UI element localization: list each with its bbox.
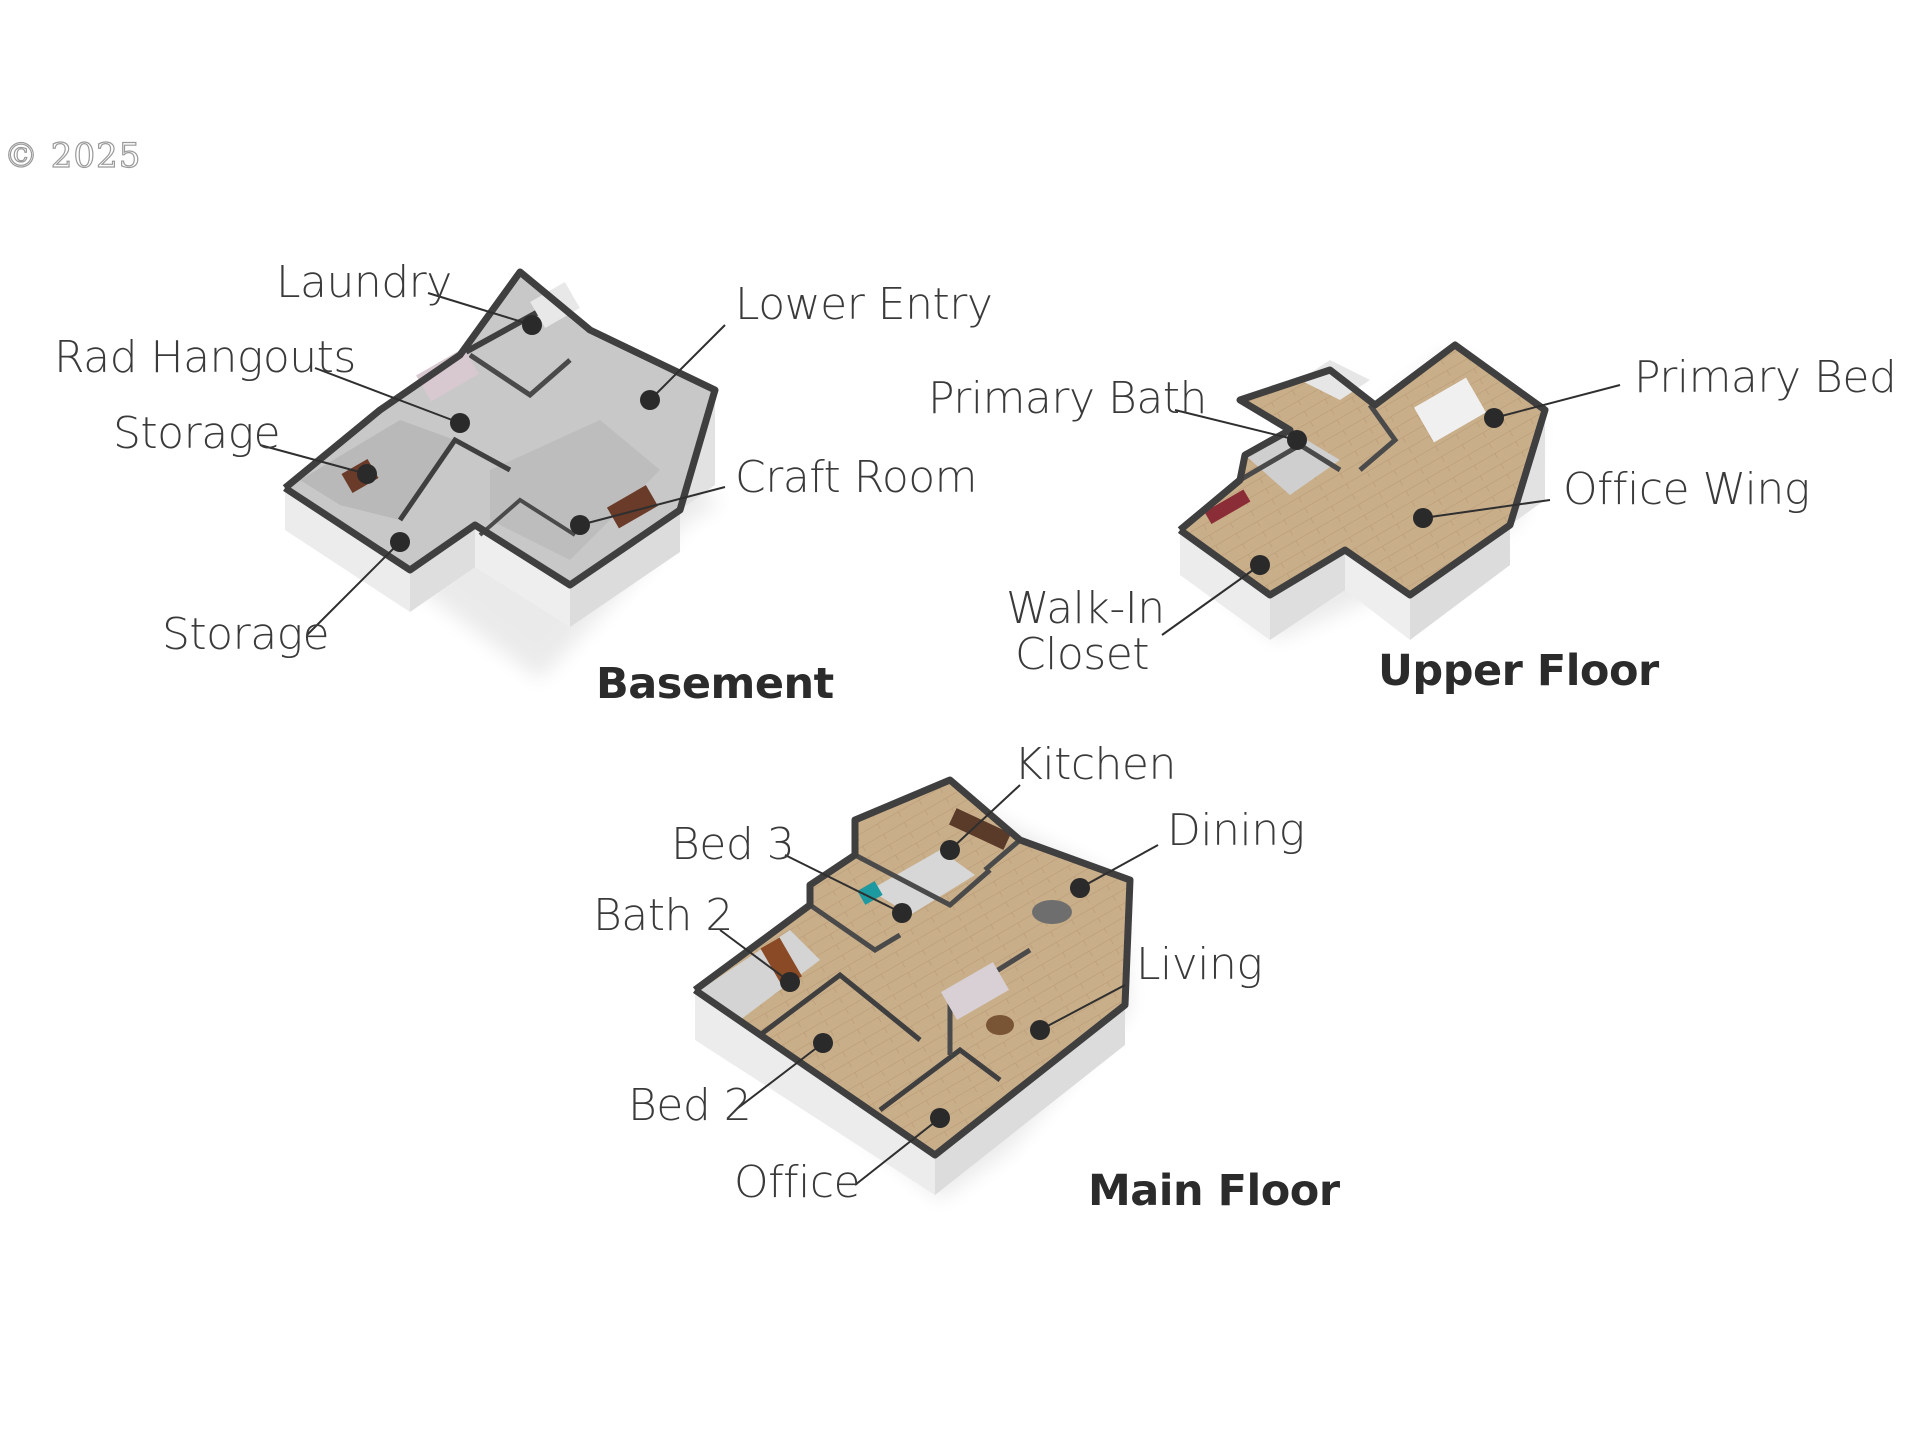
title-upper-floor: Upper Floor bbox=[1378, 646, 1659, 696]
leader-line-laundry bbox=[427, 292, 533, 326]
label-laundry: Laundry bbox=[276, 257, 452, 308]
room-marker-dining bbox=[1070, 878, 1090, 898]
room-marker-bed-2 bbox=[813, 1033, 833, 1053]
room-marker-office-wing bbox=[1413, 508, 1433, 528]
title-main-floor: Main Floor bbox=[1088, 1166, 1340, 1216]
leader-line-bed-3 bbox=[784, 854, 903, 914]
leader-line-dining bbox=[1079, 844, 1159, 889]
room-marker-bed-3 bbox=[892, 903, 912, 923]
label-office: Office bbox=[734, 1157, 861, 1208]
leader-line-walk-in-closet bbox=[1161, 564, 1261, 636]
room-marker-storage-upper bbox=[357, 464, 377, 484]
leader-line-craft-room bbox=[579, 486, 726, 526]
leader-line-storage-upper bbox=[259, 444, 368, 475]
label-office-wing: Office Wing bbox=[1563, 464, 1810, 515]
leader-line-office-wing bbox=[1422, 499, 1551, 519]
label-dining: Dining bbox=[1167, 805, 1305, 856]
label-lower-entry: Lower Entry bbox=[735, 279, 993, 330]
label-walk-in-line2: Closet bbox=[1014, 629, 1150, 681]
basement-plan bbox=[282, 268, 720, 680]
room-marker-living bbox=[1030, 1020, 1050, 1040]
label-primary-bed: Primary Bed bbox=[1634, 352, 1897, 403]
room-marker-laundry bbox=[522, 315, 542, 335]
room-marker-kitchen bbox=[940, 840, 960, 860]
room-marker-primary-bed bbox=[1484, 408, 1504, 428]
leader-line-rad-hangouts bbox=[314, 367, 461, 424]
label-bath-2: Bath 2 bbox=[593, 890, 733, 941]
upper-floor-plan bbox=[1177, 341, 1549, 640]
label-storage-upper: Storage bbox=[113, 408, 281, 459]
label-storage-lower: Storage bbox=[162, 609, 330, 660]
leader-line-lower-entry bbox=[649, 324, 726, 401]
leader-line-primary-bed bbox=[1493, 384, 1621, 419]
label-kitchen: Kitchen bbox=[1014, 739, 1176, 790]
leader-line-storage-lower bbox=[306, 541, 401, 636]
room-marker-rad-hangouts bbox=[450, 413, 470, 433]
room-marker-office bbox=[930, 1108, 950, 1128]
room-marker-craft-room bbox=[570, 515, 590, 535]
label-living: Living bbox=[1136, 939, 1263, 990]
basement-wall-side bbox=[285, 488, 410, 612]
leader-line-bath-2 bbox=[719, 929, 791, 983]
room-marker-walk-in-closet bbox=[1250, 555, 1270, 575]
room-marker-primary-bath bbox=[1287, 430, 1307, 450]
label-rad-hangouts: Rad Hangouts bbox=[54, 332, 356, 383]
label-walk-in-closet: Walk-In Closet bbox=[1006, 583, 1165, 681]
label-bed-2: Bed 2 bbox=[628, 1080, 752, 1131]
label-craft-room: Craft Room bbox=[735, 452, 978, 503]
title-basement: Basement bbox=[596, 659, 834, 709]
label-walk-in-line1: Walk-In bbox=[1006, 583, 1165, 634]
copyright-watermark: © 2025 bbox=[3, 135, 142, 176]
room-marker-storage-lower bbox=[390, 532, 410, 552]
leader-line-bed-2 bbox=[737, 1042, 824, 1109]
main-floor-plan bbox=[692, 776, 1134, 1200]
leader-lines bbox=[259, 292, 1621, 1186]
leader-line-primary-bath bbox=[1174, 409, 1298, 441]
label-bed-3: Bed 3 bbox=[671, 819, 795, 870]
room-marker-lower-entry bbox=[640, 390, 660, 410]
leader-line-office bbox=[854, 1117, 941, 1186]
label-primary-bath: Primary Bath bbox=[928, 373, 1207, 424]
leader-line-living bbox=[1039, 984, 1126, 1031]
leader-line-kitchen bbox=[949, 784, 1021, 851]
room-marker-bath-2 bbox=[780, 972, 800, 992]
